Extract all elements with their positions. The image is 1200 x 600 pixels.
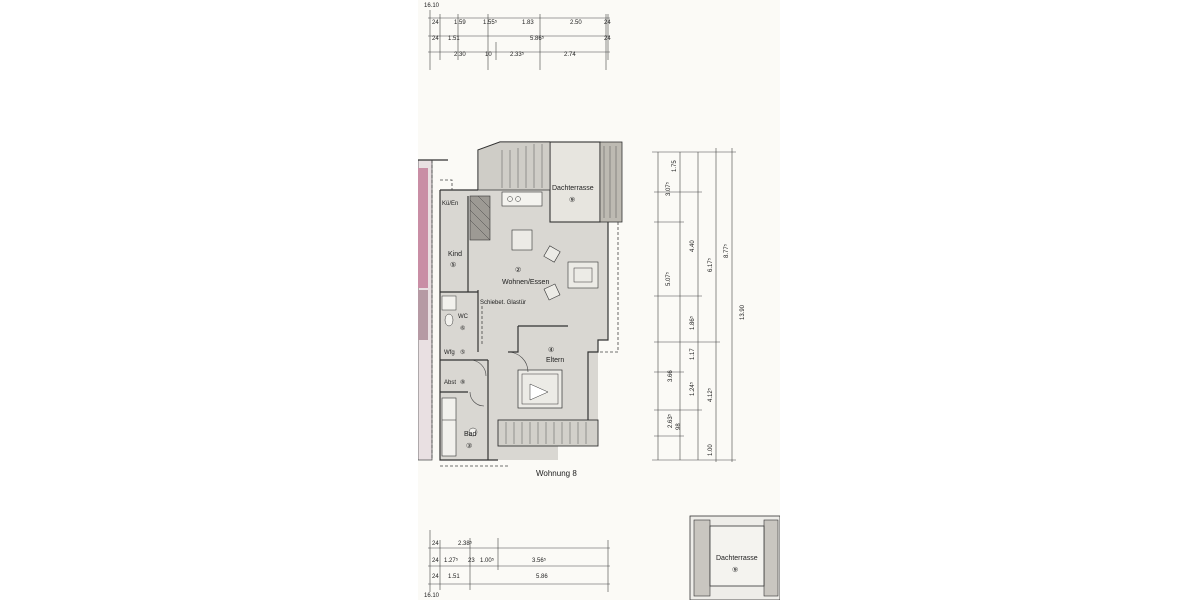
- room-label-bad: Bad: [464, 431, 477, 438]
- top-dim: 10: [485, 52, 492, 58]
- room-label-kind: Kind: [448, 251, 462, 258]
- room-number-eltern: ④: [548, 346, 554, 354]
- room-label-eltern: Eltern: [546, 357, 564, 364]
- top-dimension-chain: 16.10 1.59 1.55⁵ 1.83 2.50 1.51 5.86⁵ 2.…: [424, 3, 611, 70]
- top-dim: 24: [604, 36, 611, 42]
- bottom-dimension-chain: 2.38⁵ 1.27⁵ 23 1.00⁵ 3.56⁵ 1.51 5.86 16.…: [424, 530, 610, 599]
- right-dim: 4.12⁵: [707, 387, 714, 402]
- top-dim: 1.83: [522, 20, 534, 26]
- top-dim: 24: [604, 20, 611, 26]
- top-dim: 5.86⁵: [530, 35, 545, 42]
- top-dim: 24: [432, 36, 439, 42]
- bottom-dim: 2.38⁵: [458, 540, 473, 547]
- plan-sheet: 16.10 1.59 1.55⁵ 1.83 2.50 1.51 5.86⁵ 2.…: [418, 0, 780, 600]
- bottom-dim: 24: [432, 541, 439, 547]
- room-number-dachterrasse: ⑨: [569, 196, 575, 204]
- bottom-dim: 1.51: [448, 574, 460, 580]
- unit-label: Wohnung 8: [536, 469, 577, 478]
- right-dim: 3.07⁵: [665, 181, 672, 196]
- inset-dachterrasse: Dachterrasse ⑨: [689, 515, 780, 600]
- bottom-dim: 5.86: [536, 574, 548, 580]
- right-dim: 1.75: [672, 160, 678, 172]
- right-dim: 1.00: [708, 444, 714, 456]
- right-dim: 2.63⁵: [667, 413, 674, 428]
- room-number-abst: ⑧: [460, 379, 465, 386]
- right-dim: 1.86⁵: [689, 315, 696, 330]
- bottom-dim: 3.56⁵: [532, 557, 547, 564]
- room-number-wohnen: ②: [515, 266, 521, 274]
- right-dim: 3.66: [668, 370, 674, 382]
- right-dim: 1.17: [690, 348, 696, 360]
- top-dim: 2.30: [454, 52, 466, 58]
- room-label-wohnen: Wohnen/Essen: [502, 279, 549, 286]
- right-dimension-chains: 1.75 3.07⁵ 5.07⁵ 3.66 2.63⁵ 4.40 1.86⁵ 1…: [652, 148, 746, 462]
- room-number-wfg: ⑤: [460, 349, 465, 356]
- top-dim: 2.50: [570, 20, 582, 26]
- unit-floor: Dachterrasse ⑨ Kü/En Kind ⑤ Wohnen/Essen…: [439, 141, 623, 467]
- sliding-door-note: Schiebet. Glastür: [480, 300, 526, 306]
- room-label-wc: WC: [458, 314, 469, 320]
- room-number-kind: ⑤: [450, 261, 456, 269]
- room-label-dachterrasse: Dachterrasse: [552, 185, 594, 192]
- right-dim: 13.90: [740, 304, 746, 320]
- room-label-wfg: Wfg: [444, 350, 455, 356]
- bottom-dim: 1.27⁵: [444, 557, 459, 564]
- top-dim: 2.74: [564, 52, 576, 58]
- room-number-bad: ③: [466, 442, 472, 450]
- top-dim: 1.55⁵: [483, 19, 498, 26]
- right-dim: 4.40: [690, 240, 696, 252]
- floor-plan-svg: 16.10 1.59 1.55⁵ 1.83 2.50 1.51 5.86⁵ 2.…: [418, 3, 780, 600]
- top-dim: 24: [432, 20, 439, 26]
- inset-label: Dachterrasse: [716, 555, 758, 562]
- right-dim: 8.77⁵: [723, 243, 730, 258]
- adjacent-unit-edge: [418, 159, 448, 461]
- right-dim: 98: [676, 423, 682, 430]
- bottom-dim: 24: [432, 558, 439, 564]
- bottom-total-dim: 16.10: [424, 593, 440, 599]
- right-dim: 5.07⁵: [665, 271, 672, 286]
- room-label-abst: Abst: [444, 380, 456, 386]
- right-dim: 1.24⁵: [689, 381, 696, 396]
- room-label-kuechen: Kü/En: [442, 201, 458, 207]
- top-total-dim: 16.10: [424, 3, 440, 9]
- room-number-wc: ⑥: [460, 325, 465, 332]
- bottom-dim: 23: [468, 558, 475, 564]
- top-dim: 2.33⁵: [510, 51, 525, 58]
- bottom-dim: 24: [432, 574, 439, 580]
- right-dim: 6.17⁵: [707, 257, 714, 272]
- bottom-dim: 1.00⁵: [480, 557, 495, 564]
- top-dim: 1.51: [448, 36, 460, 42]
- top-dim: 1.59: [454, 20, 466, 26]
- inset-number: ⑨: [732, 566, 738, 574]
